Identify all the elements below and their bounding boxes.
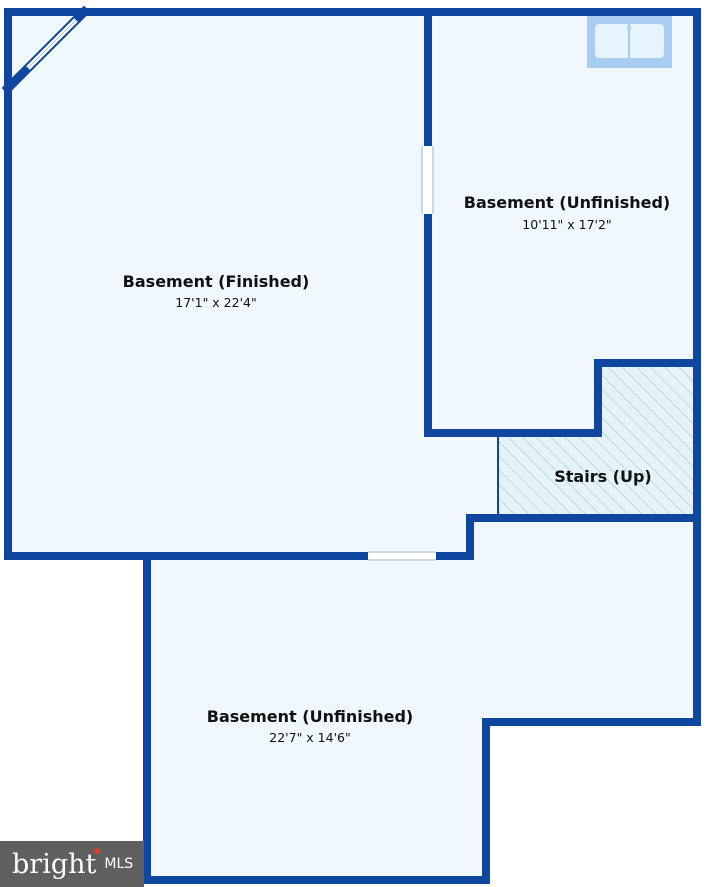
room-label-unfinished-lower: Basement (Unfinished) [207, 707, 413, 726]
bright-mls-watermark: bright MLS [0, 841, 144, 887]
stairs-floor [498, 363, 697, 518]
room-label-finished: Basement (Finished) [123, 272, 310, 291]
room-dimensions-unfinished-lower: 22'7" x 14'6" [269, 730, 350, 745]
watermark-brand: bright [12, 848, 97, 880]
outer-wall [4, 8, 701, 884]
room-dimensions-finished: 17'1" x 22'4" [175, 295, 256, 310]
sink-icon [587, 16, 672, 68]
room-floor-unfinished-upper [428, 12, 697, 433]
window-icon [368, 551, 436, 561]
door-opening-icon [422, 146, 434, 214]
stairs-label: Stairs (Up) [554, 467, 652, 486]
room-dimensions-unfinished-upper: 10'11" x 17'2" [522, 217, 611, 232]
wall-finished-step [143, 514, 701, 560]
room-label-unfinished-upper: Basement (Unfinished) [464, 193, 670, 212]
corner-window-icon [1, 5, 91, 95]
floor-fills [8, 12, 697, 880]
walls [4, 8, 701, 884]
watermark-dot-icon [94, 848, 101, 854]
room-floor-unfinished-lower [147, 518, 697, 880]
watermark-suffix: MLS [104, 856, 134, 872]
openings [368, 146, 436, 561]
room-floor-finished [8, 12, 498, 556]
wall-stairs-notch [594, 359, 701, 437]
